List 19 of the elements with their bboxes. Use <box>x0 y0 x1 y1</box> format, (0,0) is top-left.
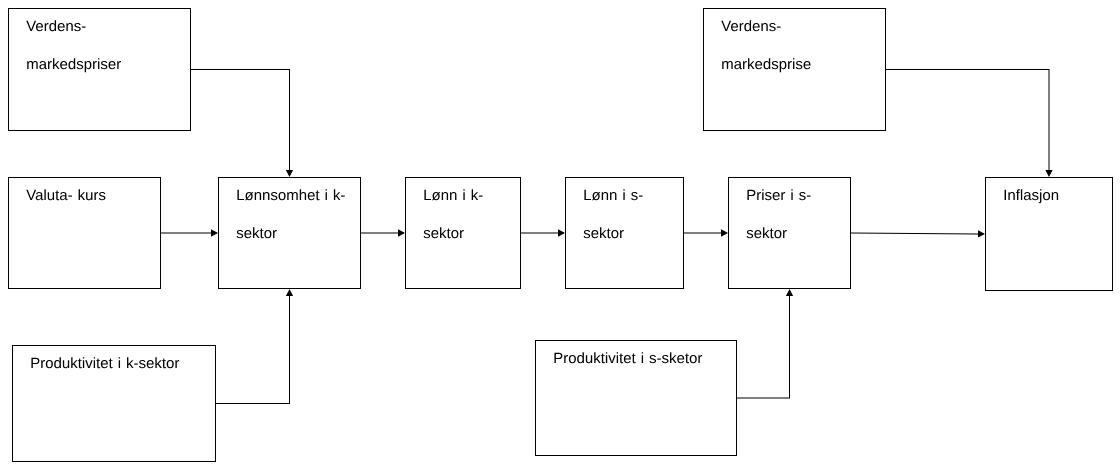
arrow <box>215 289 293 404</box>
process-box: Valuta- kurs <box>8 177 161 289</box>
arrow <box>520 229 565 237</box>
process-box: Lønnsomhet i k-sektor <box>218 177 361 289</box>
arrow <box>360 229 405 237</box>
process-box: Priser i s-sektor <box>728 177 851 289</box>
process-box: Inflasjon <box>985 177 1113 291</box>
process-box: Produktivitet i s-sketor <box>535 340 737 456</box>
arrow <box>160 229 218 237</box>
arrow <box>190 69 293 177</box>
arrow <box>683 229 728 237</box>
process-box: Verdens- markedsprise <box>703 8 886 131</box>
arrow <box>850 230 985 238</box>
process-box: Lønn i s- sektor <box>565 177 684 289</box>
process-box: Lønn i k- sektor <box>405 177 521 289</box>
arrow <box>736 289 793 399</box>
process-box: Verdens- markedspriser <box>8 8 191 131</box>
arrow <box>885 69 1053 177</box>
process-box: Produktivitet i k-sektor <box>12 345 216 462</box>
